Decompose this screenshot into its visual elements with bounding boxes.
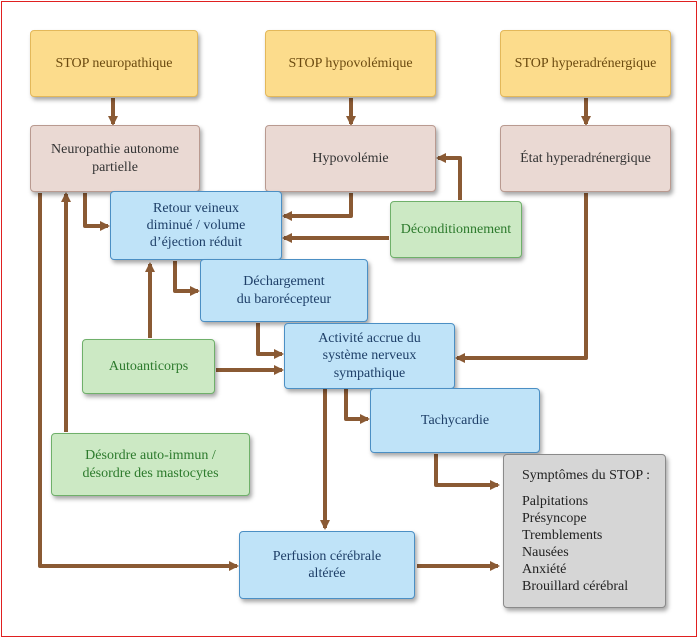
neuropathy-label: Neuropathie autonome partielle: [51, 142, 179, 175]
deconditioning-box: Déconditionnement: [390, 201, 522, 258]
hypovolemia-label: Hypovolémie: [312, 150, 389, 166]
arrow-neuropathy-to-venous-return: [83, 193, 110, 231]
symptom-item: Anxiété: [522, 562, 567, 578]
venous-return-label: Retour veineux diminué / volume d’éjecti…: [146, 200, 246, 251]
autoimmune-label: Désordre auto-immun / désordre des masto…: [82, 448, 219, 481]
tachycardia-box: Tachycardie: [370, 388, 540, 453]
stop-hyperadrenergic-label: STOP hyperadrénergique: [514, 55, 657, 71]
cerebral-perfusion-box: Perfusion cérébrale altérée: [239, 531, 415, 599]
stop-hyperadrenergic-box: STOP hyperadrénergique: [500, 30, 671, 97]
hyperadrenergic-state-label: État hyperadrénergique: [520, 150, 651, 166]
arrow-venous-return-to-baroreceptor: [173, 261, 200, 296]
arrow-sympathetic-to-tachycardia: [344, 389, 370, 424]
arrow-tachycardia-to-symptoms: [434, 454, 500, 490]
autoimmune-box: Désordre auto-immun / désordre des masto…: [51, 433, 250, 496]
symptom-item: Présyncope: [522, 511, 587, 527]
neuropathy-box: Neuropathie autonome partielle: [30, 125, 200, 192]
baroreceptor-label: Déchargement du barorécepteur: [236, 274, 332, 307]
hypovolemia-box: Hypovolémie: [265, 125, 436, 192]
arrow-hypovolemia-to-venous-return: [282, 193, 353, 221]
symptom-item: Brouillard cérébral: [522, 579, 629, 595]
deconditioning-label: Déconditionnement: [400, 221, 512, 237]
tachycardia-label: Tachycardie: [420, 412, 490, 428]
autoantibodies-box: Autoanticorps: [82, 339, 215, 394]
symptom-item: Palpitations: [522, 494, 589, 510]
stop-hypovolemic-label: STOP hypovolémique: [288, 55, 413, 71]
hyperadrenergic-state-box: État hyperadrénergique: [500, 125, 671, 192]
autoantibodies-label: Autoanticorps: [108, 358, 189, 374]
venous-return-box: Retour veineux diminué / volume d’éjecti…: [110, 191, 282, 260]
cerebral-perfusion-label: Perfusion cérébrale altérée: [272, 548, 382, 581]
arrow-baroreceptor-to-sympathetic: [256, 323, 284, 359]
arrow-hyperstate-to-sympathetic: [455, 193, 588, 363]
stop-neuropathic-box: STOP neuropathique: [30, 30, 198, 97]
baroreceptor-box: Déchargement du barorécepteur: [200, 259, 368, 322]
arrow-deconditioning-to-hypovolemia: [436, 153, 462, 200]
symptom-item: Tremblements: [522, 528, 603, 544]
sympathetic-activity-box: Activité accrue du système nerveux sympa…: [284, 323, 455, 389]
symptoms-title: Symptômes du STOP :: [522, 468, 650, 483]
arrow-neuropathy-to-perfusion: [38, 193, 239, 571]
stop-hypovolemic-box: STOP hypovolémique: [265, 30, 436, 97]
sympathetic-activity-label: Activité accrue du système nerveux sympa…: [318, 331, 421, 381]
symptoms-box: Symptômes du STOP : Palpitations Présync…: [503, 454, 666, 608]
symptom-item: Nausées: [522, 545, 569, 561]
stop-neuropathic-label: STOP neuropathique: [55, 55, 173, 71]
